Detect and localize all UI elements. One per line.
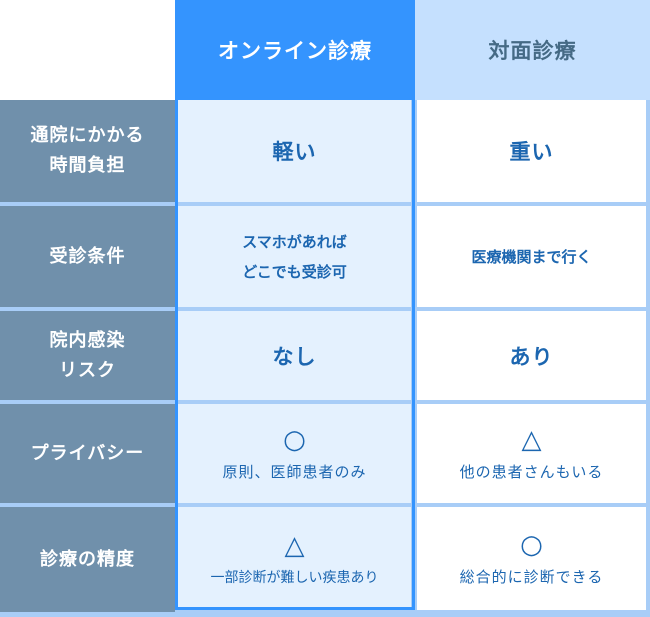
row-label-conditions: 受診条件 [0,206,175,307]
cell-online-privacy: ○ 原則、医師患者のみ [178,404,411,503]
cell-face-infection-risk: あり [417,311,646,400]
cell-face-conditions: 医療機関まで行く [417,206,646,307]
label-line: プライバシー [30,442,145,464]
label-line: 時間負担 [49,155,126,176]
cell-value: どこでも受診可 [242,262,347,281]
cell-value: 総合的に診断できる [459,568,604,586]
cell-face-accuracy: ○ 総合的に診断できる [417,507,646,610]
label-line: 院内感染 [49,329,126,351]
cell-face-time-burden: 重い [417,100,646,202]
cell-value: 重い [509,140,554,164]
cell-value: あり [509,344,554,369]
cell-value: 医療機関まで行く [471,247,592,266]
cell-online-accuracy: △ 一部診断が難しい疾患あり [178,507,411,610]
row-label-privacy: プライバシー [0,404,175,503]
header-face-to-face: 対面診療 [415,0,650,100]
cell-value: 一部診断が難しい疾患あり [210,569,379,586]
cell-online-conditions: スマホがあれば どこでも受診可 [178,206,411,307]
circle-mark-icon: ○ [283,425,306,455]
triangle-mark-icon: △ [284,530,305,561]
label-line: リスク [59,359,116,381]
circle-mark-icon: ○ [520,530,543,560]
header-blank [0,0,175,100]
triangle-mark-icon: △ [521,425,542,455]
row-label-accuracy: 診療の精度 [0,507,175,612]
row-label-infection-risk: 院内感染リスク [0,311,175,400]
cell-value: 他の患者さんもいる [459,463,604,481]
header-online: オンライン診療 [175,0,415,100]
cell-value: 軽い [272,140,317,164]
label-line: 通院にかかる [30,125,145,146]
cell-online-time-burden: 軽い [178,100,411,202]
cell-value: なし [272,344,317,369]
row-label-time-burden: 通院にかかる時間負担 [0,100,175,202]
cell-online-infection-risk: なし [178,311,411,400]
cell-face-privacy: △ 他の患者さんもいる [417,404,646,503]
cell-value: 原則、医師患者のみ [222,463,367,481]
label-line: 受診条件 [49,245,126,267]
cell-value: スマホがあれば [242,232,347,251]
label-line: 診療の精度 [40,548,135,570]
